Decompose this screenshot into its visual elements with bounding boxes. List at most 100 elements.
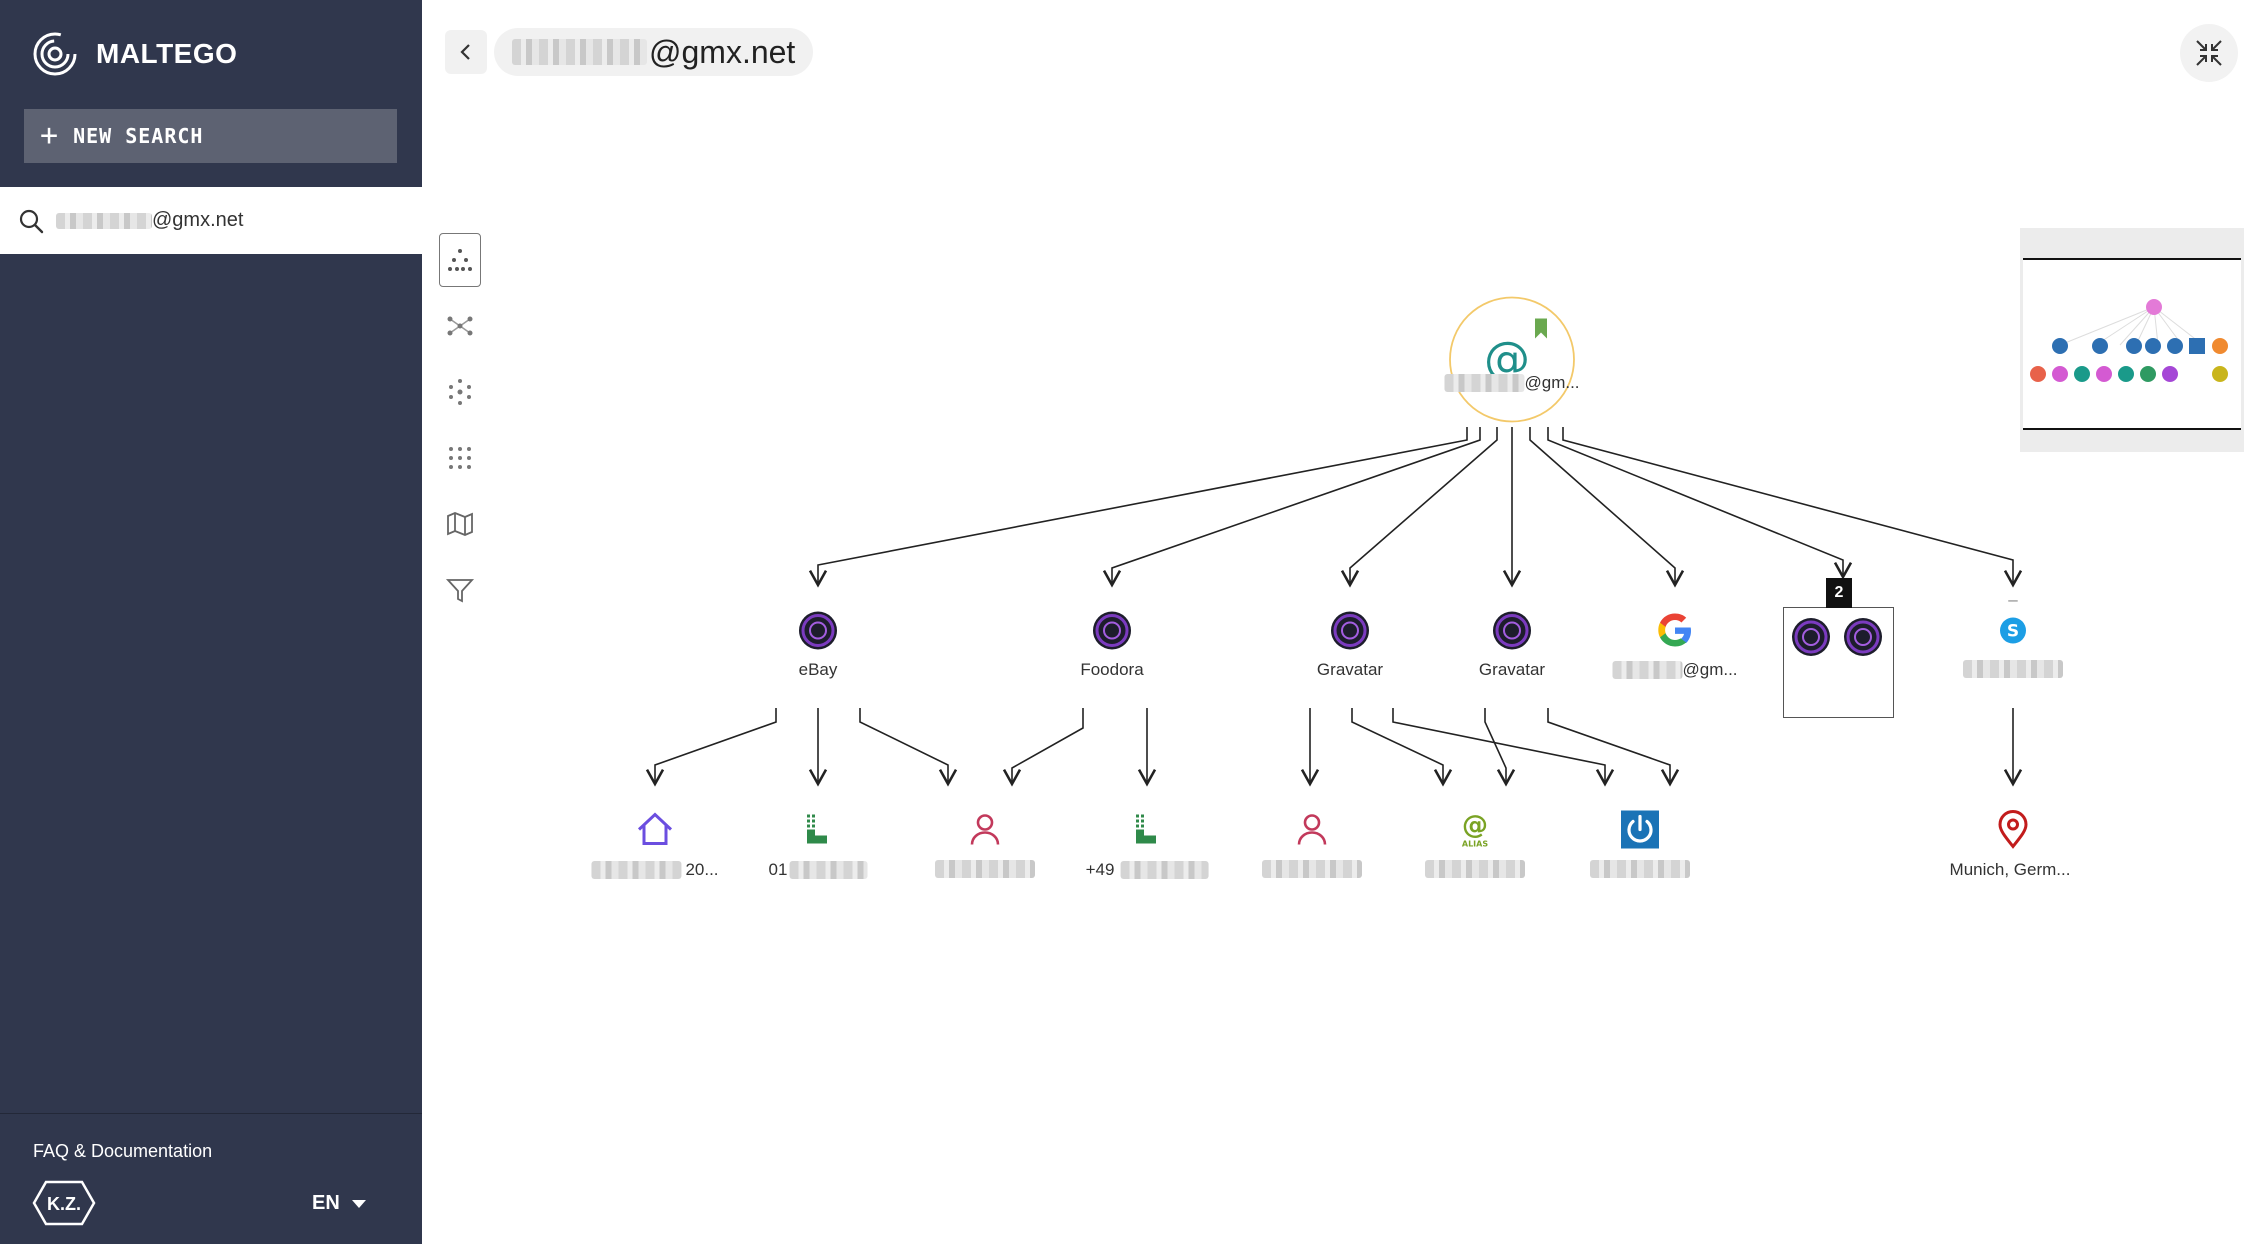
- power-icon: [1621, 810, 1659, 849]
- recent-search-item[interactable]: @gmx.net: [0, 187, 422, 254]
- page-title: @gmx.net: [494, 28, 814, 76]
- at-email-icon: @: [1449, 296, 1575, 423]
- plus-icon: +: [40, 118, 60, 153]
- person-node-2[interactable]: [1294, 812, 1330, 853]
- google-node[interactable]: [1655, 611, 1695, 656]
- group-count-badge: 2: [1826, 578, 1852, 608]
- filter-button[interactable]: [439, 563, 481, 617]
- faq-link[interactable]: FAQ & Documentation: [33, 1141, 213, 1161]
- hierarchy-layout-icon: [448, 249, 472, 271]
- user-avatar[interactable]: K.Z.: [32, 1180, 96, 1226]
- edge: [1340, 427, 1498, 588]
- edge: [1547, 427, 1853, 580]
- language-selector[interactable]: EN: [312, 1192, 366, 1215]
- alias-node-label: [1425, 860, 1525, 878]
- edge: [1529, 427, 1685, 588]
- edge: [1102, 427, 1481, 588]
- graph-edges: [645, 427, 2023, 787]
- user-badge-icon: K.Z.: [32, 1180, 96, 1226]
- alias-node[interactable]: @ ALIAS: [1455, 810, 1495, 855]
- darkside-icon: [1844, 618, 1882, 656]
- redacted-text: [1262, 860, 1362, 878]
- darkside-icon: [1493, 611, 1531, 650]
- gravatar-node-1[interactable]: [1330, 611, 1370, 656]
- edge: [1351, 708, 1453, 787]
- edge: [1547, 708, 1680, 787]
- redacted-text: [935, 860, 1035, 878]
- edge: [645, 708, 777, 787]
- skype-icon: S: [2000, 617, 2026, 644]
- redacted-text: [789, 861, 868, 879]
- new-search-label: NEW SEARCH: [73, 124, 204, 148]
- person-icon: [970, 814, 1000, 845]
- layout-toolbar: [439, 233, 483, 629]
- collapsed-group-node[interactable]: [1783, 607, 1894, 718]
- sidebar: MALTEGO + NEW SEARCH @gmx.net FAQ & Docu…: [0, 0, 422, 1244]
- location-pin-icon: [1998, 810, 2028, 849]
- root-email-node[interactable]: @: [1447, 295, 1577, 430]
- skype-node[interactable]: S: [1998, 616, 2028, 651]
- minimap-graph: [2023, 258, 2241, 430]
- edge: [1392, 708, 1615, 787]
- redacted-text: [1590, 860, 1690, 878]
- person-node-2-label: [1262, 860, 1362, 878]
- skype-node-top-label: –: [2008, 590, 2018, 609]
- edge: [808, 427, 1468, 588]
- svg-text:@: @: [1462, 811, 1488, 841]
- gravatar-node-2[interactable]: [1492, 611, 1532, 656]
- power-node[interactable]: [1620, 810, 1660, 855]
- redacted-text: [591, 861, 682, 879]
- collapse-button[interactable]: [2180, 24, 2238, 82]
- darkside-icon: [1331, 611, 1369, 650]
- circular-layout-icon: [449, 379, 471, 405]
- search-icon: [19, 209, 44, 233]
- redacted-text: [1963, 660, 2063, 678]
- location-node[interactable]: [1995, 810, 2031, 855]
- redacted-text: [512, 39, 647, 65]
- back-button[interactable]: [445, 30, 487, 74]
- phone-node-2[interactable]: [1129, 812, 1165, 853]
- alias-icon: @ ALIAS: [1462, 811, 1488, 849]
- network-layout-icon: [447, 316, 473, 336]
- darkside-icon: [799, 611, 837, 650]
- foodora-node-label: Foodora: [1080, 660, 1144, 679]
- brand: MALTEGO: [32, 30, 237, 78]
- edge: [1002, 708, 1084, 787]
- grid-layout-button[interactable]: [439, 431, 481, 485]
- grid-layout-icon: [449, 447, 471, 469]
- sidebar-footer: FAQ & Documentation K.Z. EN: [0, 1113, 422, 1245]
- edge: [1562, 427, 2023, 588]
- darkside-icon: [1093, 611, 1131, 650]
- person-icon: [1297, 814, 1327, 845]
- new-search-button[interactable]: + NEW SEARCH: [24, 109, 397, 163]
- circular-layout-button[interactable]: [439, 365, 481, 419]
- caret-down-icon: [351, 1199, 366, 1208]
- address-node[interactable]: [635, 810, 675, 855]
- organic-layout-button[interactable]: [439, 299, 481, 353]
- foodora-node[interactable]: [1092, 611, 1132, 656]
- root-node-label: @gm...: [1444, 373, 1580, 393]
- svg-text:ALIAS: ALIAS: [1462, 840, 1488, 849]
- redacted-text: [1444, 374, 1525, 392]
- minimap[interactable]: [2020, 228, 2244, 452]
- phone-node-1[interactable]: [800, 812, 836, 853]
- hierarchical-layout-button[interactable]: [439, 233, 481, 287]
- phone-icon: [807, 814, 827, 844]
- brand-name: MALTEGO: [96, 38, 238, 69]
- map-view-button[interactable]: [439, 497, 481, 551]
- person-node-1[interactable]: [967, 812, 1003, 853]
- google-node-label: @gm...: [1612, 660, 1738, 680]
- ebay-node-label: eBay: [798, 660, 838, 679]
- redacted-text: [1425, 860, 1525, 878]
- chevron-left-icon: [460, 44, 470, 60]
- redacted-text: [56, 212, 152, 229]
- house-icon: [637, 812, 673, 845]
- map-icon: [447, 512, 473, 536]
- ebay-node[interactable]: [798, 611, 838, 656]
- google-icon: [1658, 613, 1691, 647]
- filter-icon: [445, 579, 475, 603]
- edge: [1484, 708, 1516, 787]
- svg-text:S: S: [2007, 622, 2019, 642]
- gravatar-node-1-label: Gravatar: [1316, 660, 1384, 679]
